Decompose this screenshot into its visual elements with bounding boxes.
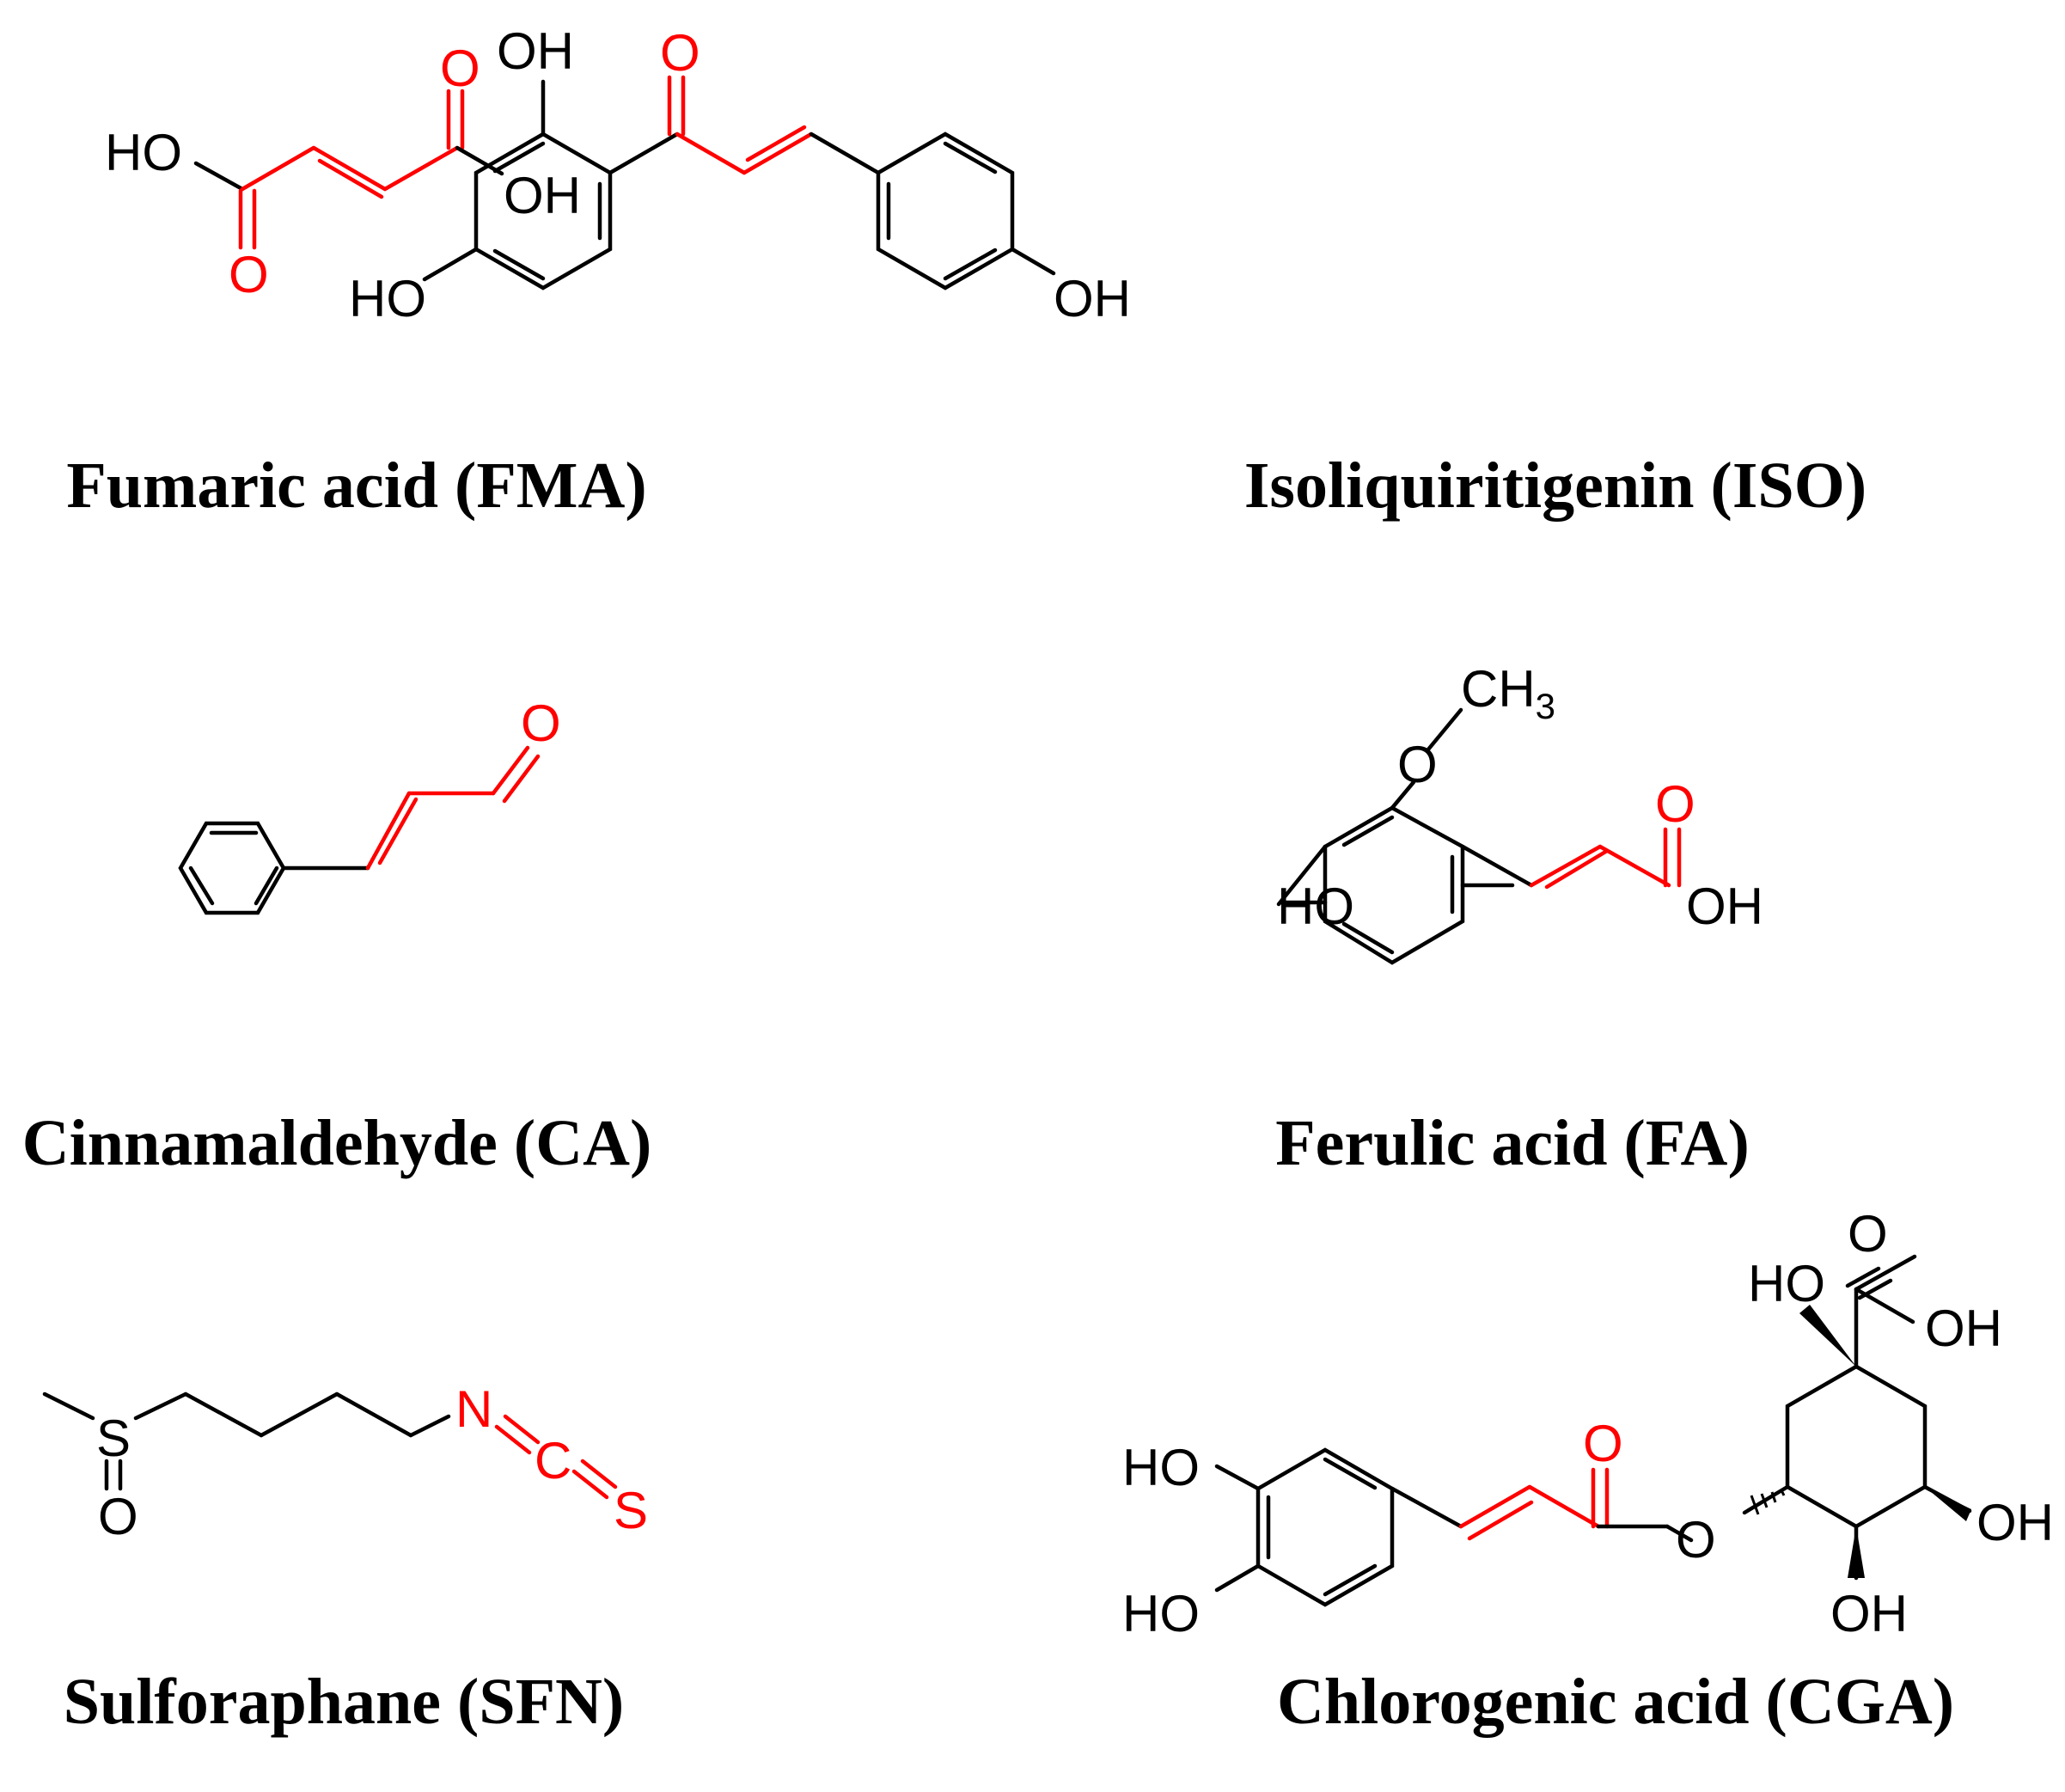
fa-oh-label: OH: [1686, 878, 1763, 935]
cga-oxygen-ester-carbonyl: O: [1583, 1415, 1623, 1472]
cga-ho-bottom-label: HO: [1122, 1585, 1200, 1642]
sfn-caption: Sulforaphane (SFN): [64, 1666, 624, 1738]
sfn-sulfur-terminal-label: S: [614, 1482, 648, 1539]
ca-chain: [365, 745, 541, 871]
iso-ho-label: HO: [349, 270, 426, 327]
iso-oh-right-label: OH: [1054, 270, 1131, 327]
cga-hash-bond: [1750, 1491, 1786, 1515]
cga-wedges: [1799, 1305, 1971, 1578]
iso-oh-top-label: OH: [497, 22, 574, 80]
iso-structure: [422, 75, 1056, 291]
fa-structure: [1276, 707, 1515, 965]
sfn-nitrogen-label: N: [455, 1380, 492, 1438]
fma-caption: Fumaric acid (FMA): [66, 450, 646, 522]
fa-caption: Ferulic acid (FA): [1275, 1107, 1750, 1179]
fa-methyl-label: CH3: [1461, 660, 1555, 726]
cga-chain: [1458, 1467, 1670, 1541]
fa-chain: [1460, 827, 1682, 890]
sfn-isothiocyanate: [494, 1414, 618, 1500]
cga-oh-bottom-label: OH: [1830, 1585, 1908, 1642]
cga-caption: Chlorogenic acid (CGA): [1277, 1666, 1954, 1738]
ca-structure: [178, 821, 370, 915]
iso-oxygen-carbonyl: O: [660, 24, 700, 82]
fma-oh-label: OH: [504, 167, 581, 224]
fma-oxygen-bottom: O: [229, 246, 269, 303]
cga-oh-right-label: OH: [1976, 1494, 2054, 1551]
fma-ho-label: HO: [105, 124, 182, 181]
iso-caption: Isoliquiritigenin (ISO): [1244, 450, 1866, 522]
ca-oxygen: O: [521, 694, 561, 752]
cga-ho-quinic-label: HO: [1748, 1255, 1825, 1312]
sfn-structure: [42, 1391, 451, 1491]
fa-oxygen-carbonyl: O: [1655, 775, 1695, 833]
ca-caption: Cinnamaldehyde (CA): [22, 1107, 652, 1179]
cga-oh-acid-label: OH: [1925, 1300, 2002, 1357]
sfn-sulfur-label: S: [96, 1410, 131, 1467]
fma-oxygen-top: O: [440, 40, 480, 97]
fa-ho-label: HO: [1277, 878, 1354, 935]
sfn-carbon-label: C: [535, 1432, 571, 1489]
cga-oxygen-ester: O: [1676, 1511, 1716, 1569]
fma-structure: [193, 89, 504, 250]
sfn-oxygen-label: O: [98, 1488, 138, 1545]
cga-ho-top-label: HO: [1122, 1439, 1200, 1496]
cga-oxygen-acid: O: [1848, 1205, 1888, 1263]
fa-oxygen-methoxy: O: [1397, 736, 1438, 793]
